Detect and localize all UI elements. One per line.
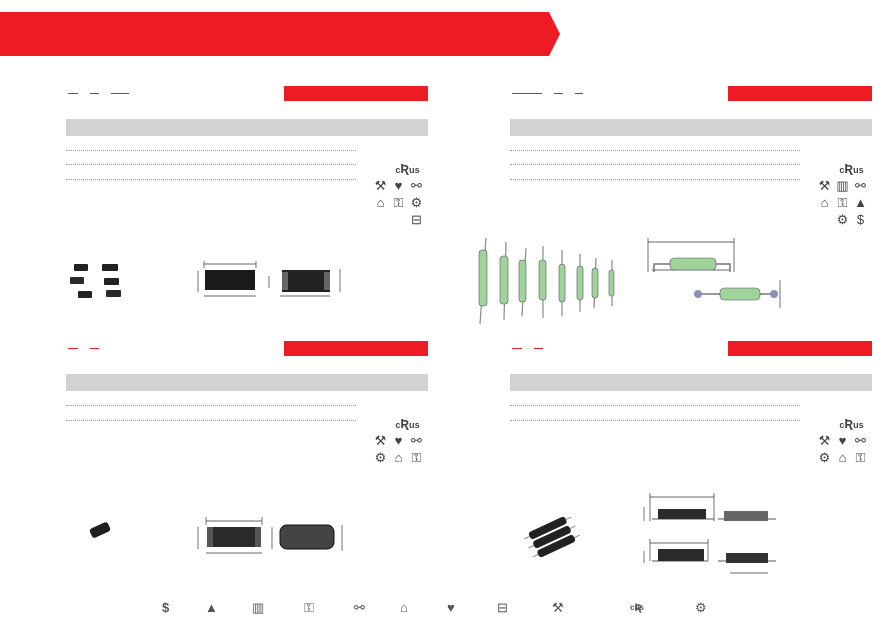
spec-table-header: [66, 119, 428, 136]
spec-row-divider: [510, 179, 800, 180]
dollar-icon: $: [162, 600, 170, 615]
satellite-icon: ⚯: [411, 433, 422, 448]
home-icon: ⌂: [394, 450, 403, 465]
gear-check-icon: ⚙: [410, 195, 423, 210]
product-photo: [70, 264, 121, 298]
spec-row-divider: [66, 150, 356, 151]
nav-link[interactable]: [68, 93, 78, 94]
nav-link[interactable]: [68, 348, 78, 349]
section-links: [68, 348, 99, 349]
nav-link[interactable]: [575, 93, 583, 94]
satellite-icon: ⚯: [855, 433, 866, 448]
heart-rate-icon: ♥: [394, 178, 403, 193]
dollar-icon: $: [856, 212, 865, 227]
ul-icon: cƦus: [839, 161, 864, 176]
application-icons: cƦus ⚒ ▥ ⚯ ⌂ ⚿ ▲ ⚙ $: [808, 161, 868, 227]
section-links: [68, 93, 129, 94]
lock-icon: ⚿: [855, 450, 866, 465]
page-banner: [0, 12, 560, 56]
section-links: [512, 348, 543, 349]
warning-icon: ▲: [854, 195, 867, 210]
spec-table-header: [510, 374, 872, 391]
gear-check-icon: ⚙: [695, 600, 707, 615]
nav-link[interactable]: [512, 93, 542, 94]
spec-row-divider: [66, 405, 356, 406]
robot-arm-icon: ⚒: [374, 433, 387, 448]
product-panel-top-right: cƦus ⚒ ▥ ⚯ ⌂ ⚿ ▲ ⚙ $: [478, 86, 872, 326]
lock-icon: ⚿: [411, 450, 422, 465]
category-tag: [284, 86, 428, 101]
product-panel-top-left: cƦus ⚒ ♥ ⚯ ⌂ ⚿ ⚙ ⊟: [66, 86, 428, 326]
application-icons: cƦus ⚒ ♥ ⚯ ⚙ ⌂ ⚿: [364, 416, 424, 465]
product-photo: [478, 237, 615, 325]
robot-arm-icon: ⚒: [552, 600, 564, 615]
satellite-icon: ⚯: [354, 600, 365, 615]
spec-row-divider: [510, 164, 800, 165]
ul-icon: cƦus: [395, 416, 420, 431]
spec-row-divider: [66, 179, 356, 180]
lock-icon: ⚿: [304, 600, 314, 615]
spec-row-divider: [66, 420, 356, 421]
robot-arm-icon: ⚒: [818, 178, 831, 193]
satellite-icon: ⚯: [855, 178, 866, 193]
heart-rate-icon: ♥: [447, 600, 455, 615]
gear-check-icon: ⚙: [818, 450, 831, 465]
nav-link[interactable]: [534, 348, 543, 349]
factory-icon: ▥: [252, 600, 265, 615]
nav-link[interactable]: [554, 93, 563, 94]
spec-table-header: [66, 374, 428, 391]
product-panel-bottom-left: cƦus ⚒ ♥ ⚯ ⚙ ⌂ ⚿: [66, 341, 428, 571]
product-panel-bottom-right: cƦus ⚒ ♥ ⚯ ⚙ ⌂ ⚿: [510, 341, 872, 581]
robot-arm-icon: ⚒: [818, 433, 831, 448]
heart-rate-icon: ♥: [838, 433, 847, 448]
home-icon: ⌂: [820, 195, 829, 210]
heart-rate-icon: ♥: [394, 433, 403, 448]
factory-icon: ▥: [836, 178, 849, 193]
category-tag: [728, 86, 872, 101]
spec-row-divider: [510, 420, 800, 421]
lock-icon: ⚿: [837, 195, 848, 210]
spec-table-header: [510, 119, 872, 136]
lock-icon: ⚿: [393, 195, 404, 210]
spec-row-divider: [66, 164, 356, 165]
warning-icon: ▲: [205, 600, 218, 615]
home-icon: ⌂: [376, 195, 385, 210]
application-icons: cƦus ⚒ ♥ ⚯ ⚙ ⌂ ⚿: [808, 416, 868, 465]
dimension-drawing: [197, 261, 341, 297]
nav-link[interactable]: [90, 93, 99, 94]
product-photo: [89, 522, 111, 538]
product-photo: [524, 517, 580, 557]
category-tag: [728, 341, 872, 356]
ul-icon: cƦus: [395, 161, 420, 176]
gear-check-icon: ⚙: [836, 212, 849, 227]
nav-link[interactable]: [90, 348, 99, 349]
ul-icon: cƦus: [839, 416, 864, 431]
gear-check-icon: ⚙: [374, 450, 387, 465]
stepper-icon: ⊟: [411, 212, 422, 227]
nav-link[interactable]: [512, 348, 522, 349]
home-icon: ⌂: [838, 450, 847, 465]
nav-link[interactable]: [111, 93, 129, 94]
spec-row-divider: [510, 405, 800, 406]
dimension-drawing: [643, 493, 776, 574]
section-links: [512, 93, 583, 94]
home-icon: ⌂: [400, 600, 408, 615]
application-icons: cƦus ⚒ ♥ ⚯ ⌂ ⚿ ⚙ ⊟: [364, 161, 424, 227]
satellite-icon: ⚯: [411, 178, 422, 193]
dimension-drawing: [197, 517, 343, 554]
dimension-drawing: [647, 238, 781, 308]
robot-arm-icon: ⚒: [374, 178, 387, 193]
category-tag: [284, 341, 428, 356]
spec-row-divider: [510, 150, 800, 151]
stepper-icon: ⊟: [497, 600, 508, 615]
